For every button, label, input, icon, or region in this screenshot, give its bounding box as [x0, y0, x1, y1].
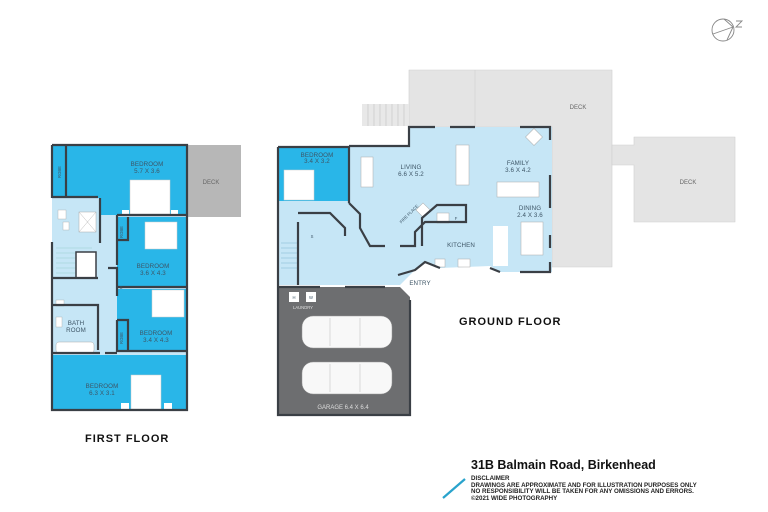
kitchen-label: KITCHEN	[447, 242, 475, 249]
bedroom-2-label: BEDROOM	[137, 263, 170, 270]
robe-label: ROBE	[119, 332, 124, 344]
bedroom-1-dims: 5.7 X 3.6	[134, 168, 160, 175]
bedroom-3-dims: 3.4 X 4.3	[143, 337, 169, 344]
robe-label: ROBE	[57, 166, 62, 178]
copyright-line: ©2021 WIDE PHOTOGRAPHY	[471, 494, 558, 502]
property-address: 31B Balmain Road, Birkenhead	[471, 458, 656, 472]
bedroom-2-dims: 3.6 X 4.3	[140, 270, 166, 277]
bedroom-ground-dims: 3.4 X 3.2	[304, 158, 330, 165]
store-label: S	[120, 285, 123, 290]
fridge-label: F	[455, 216, 458, 221]
brand-slash-icon	[442, 478, 466, 499]
disclaimer-line: DRAWINGS ARE APPROXIMATE AND FOR ILLUSTR…	[471, 481, 697, 489]
first-floor-plan: DECK	[50, 143, 241, 412]
bathroom-label: BATH	[68, 320, 84, 327]
disclaimer-block: DISCLAIMER DRAWINGS ARE APPROXIMATE AND …	[471, 475, 697, 502]
bedroom-3-label: BEDROOM	[140, 330, 173, 337]
robe-label: ROBE	[119, 226, 124, 238]
bedroom-1-label: BEDROOM	[131, 161, 164, 168]
garage-label: GARAGE 6.4 X 6.4	[317, 405, 369, 411]
disclaimer-line: NO RESPONSIBILITY WILL BE TAKEN FOR ANY …	[471, 488, 694, 496]
first-floor-deck	[188, 145, 241, 217]
deck-steps	[362, 104, 409, 126]
room-bedroom-4	[52, 355, 187, 410]
bedroom-ground-label: BEDROOM	[301, 152, 334, 159]
first-floor-title: FIRST FLOOR	[85, 433, 170, 445]
car-icon	[301, 315, 393, 349]
bedroom-4-label: BEDROOM	[86, 383, 119, 390]
deck-label: DECK	[570, 105, 587, 111]
washer-label: W	[309, 295, 313, 300]
living-dims: 6.6 X 5.2	[398, 171, 424, 178]
ground-floor-plan: DECK DECK H W	[276, 69, 736, 417]
robe-1	[52, 145, 66, 197]
bedroom-4-dims: 6.3 X 3.1	[89, 390, 115, 397]
entry-label: ENTRY	[409, 280, 430, 287]
dryer-label: H	[292, 295, 295, 300]
dining-dims: 2.4 X 3.6	[517, 212, 543, 219]
living-label: LIVING	[401, 164, 422, 171]
ground-floor-deck-side	[611, 136, 736, 223]
family-label: FAMILY	[507, 160, 529, 167]
laundry-label: LAUNDRY	[293, 305, 313, 310]
dining-label: DINING	[519, 205, 541, 212]
ground-floor-title: GROUND FLOOR	[459, 316, 562, 328]
family-dims: 3.6 X 4.2	[505, 167, 531, 174]
store-label: S	[311, 234, 314, 239]
bathroom-label-2: ROOM	[66, 327, 86, 334]
deck-label: DECK	[203, 180, 220, 186]
deck-label: DECK	[680, 180, 697, 186]
north-compass-icon	[711, 18, 744, 42]
car-icon	[301, 361, 393, 395]
disclaimer-heading: DISCLAIMER	[471, 475, 510, 482]
